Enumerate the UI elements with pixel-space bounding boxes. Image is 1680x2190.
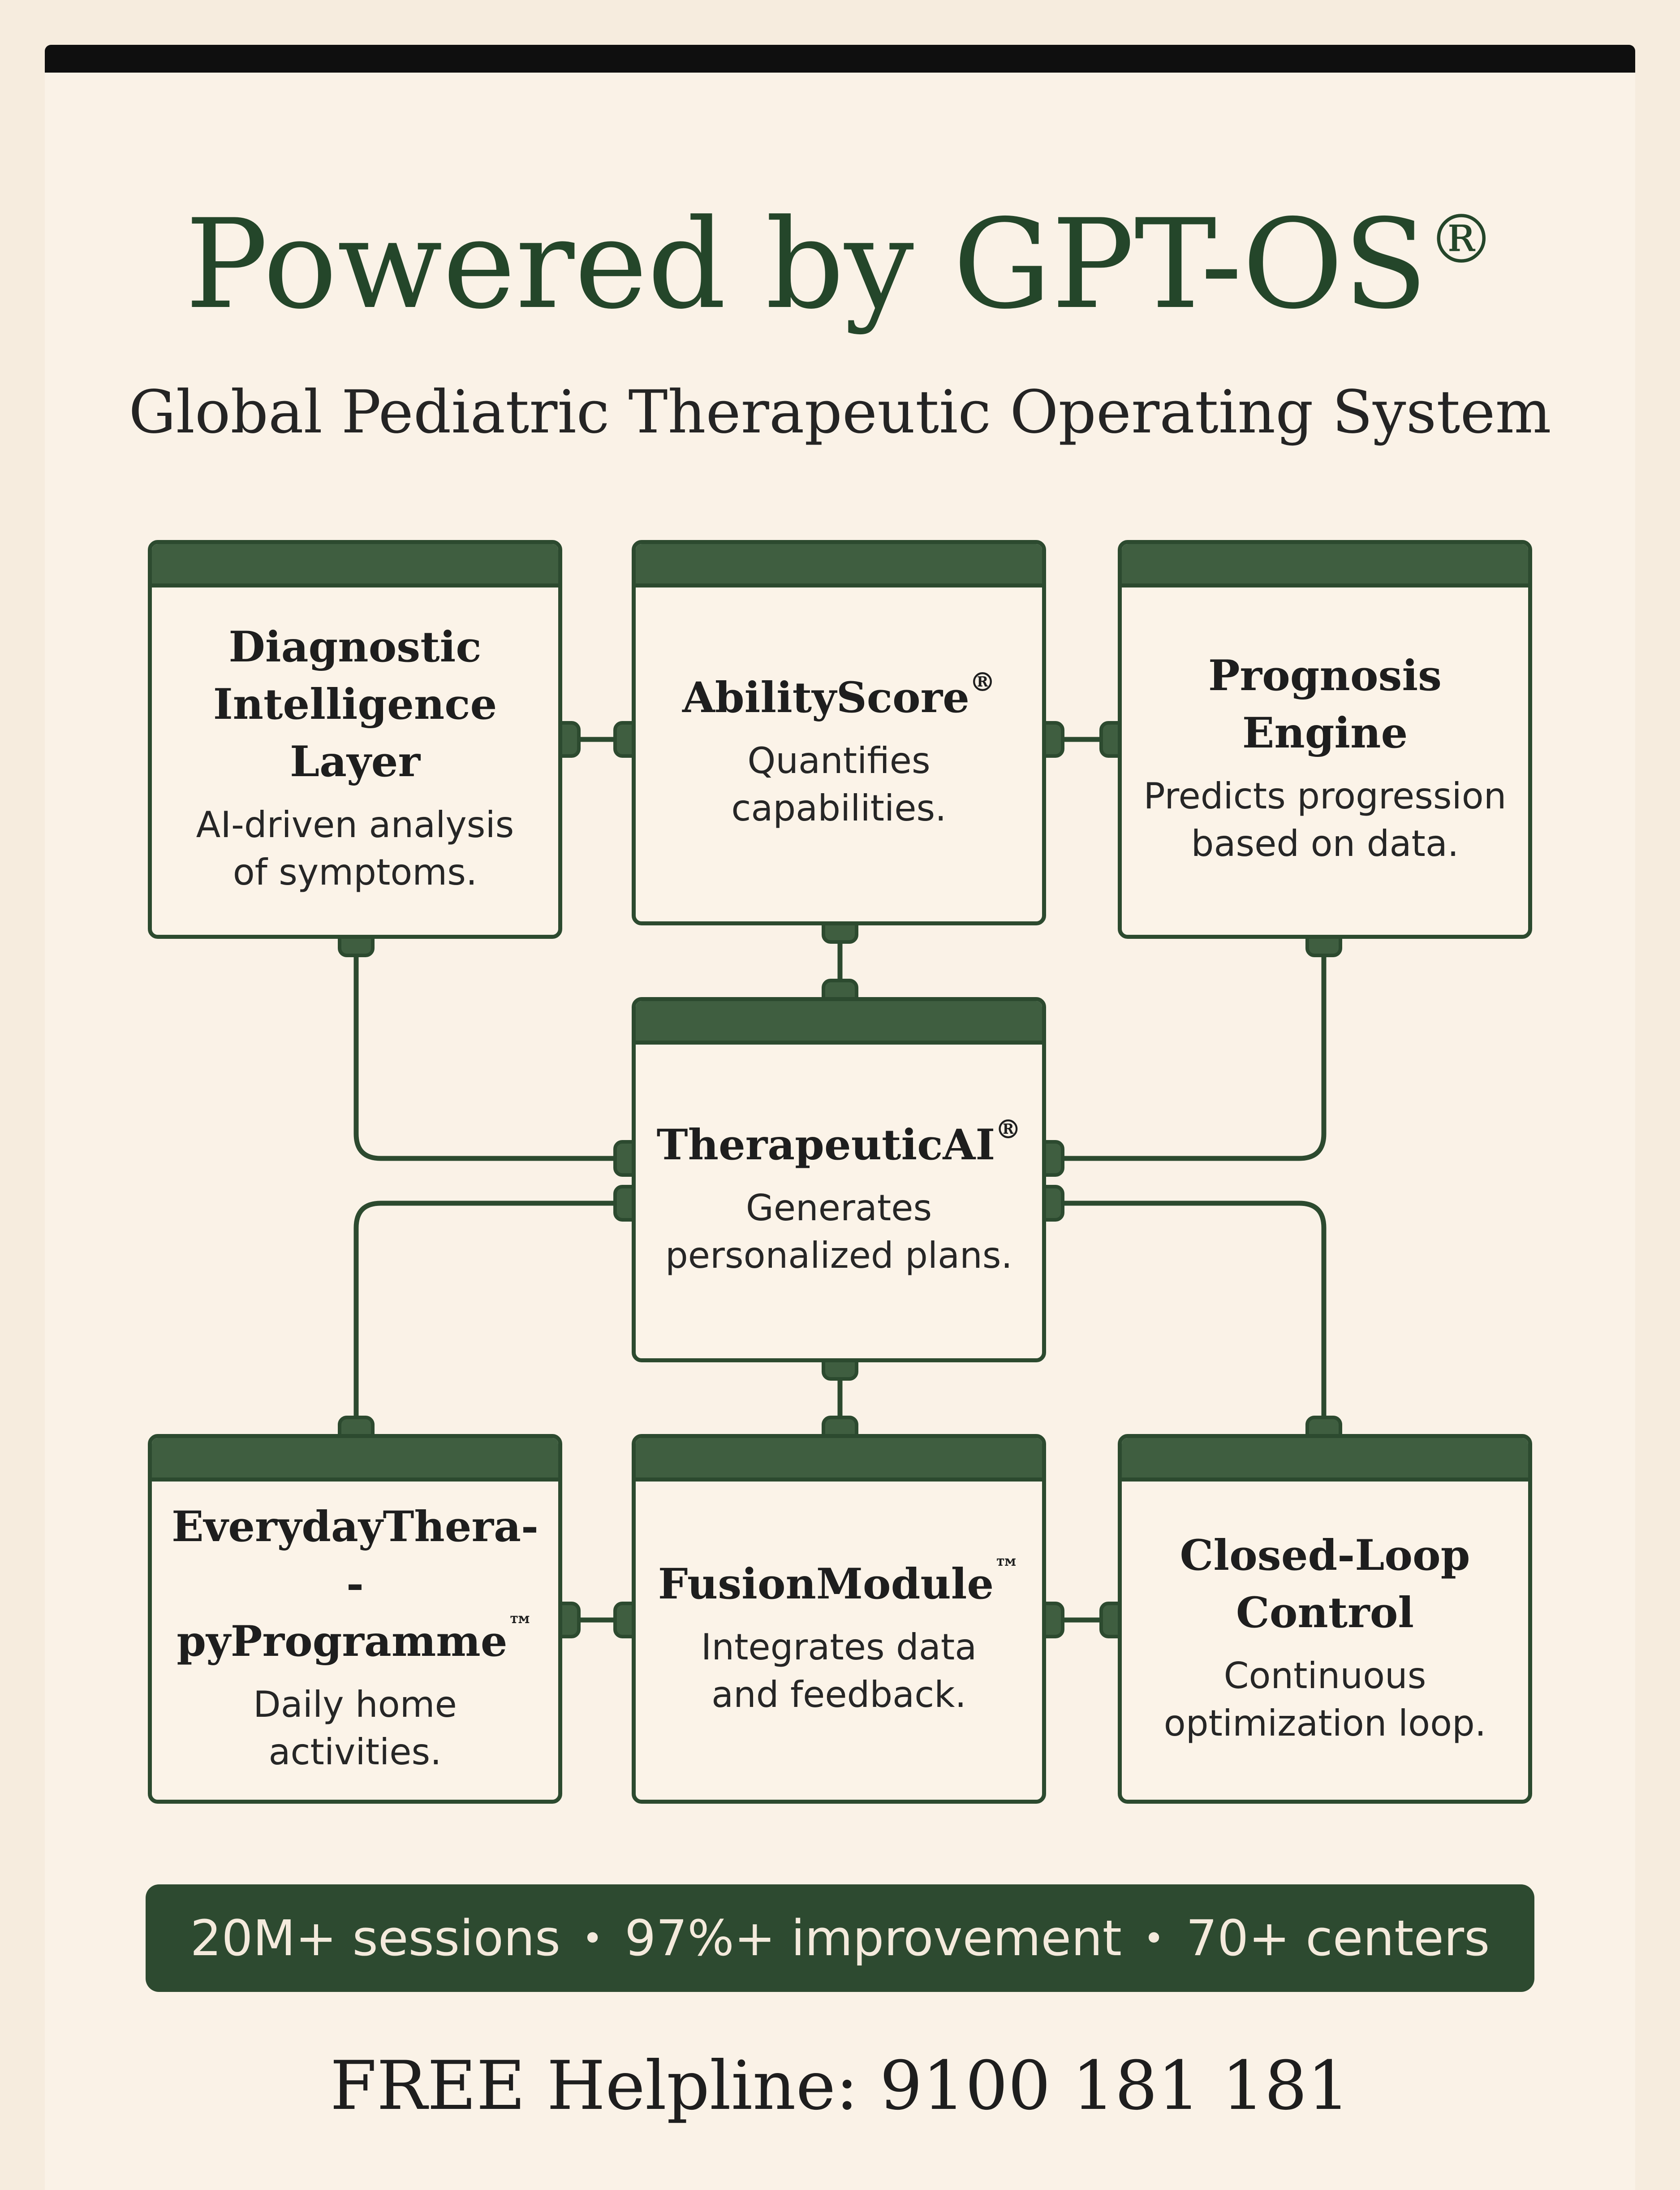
node-title: TherapeuticAI® xyxy=(656,1114,1021,1170)
node-description: Daily home activities. xyxy=(253,1683,457,1773)
node-description: Continuous optimization loop. xyxy=(1163,1654,1486,1744)
node-title: AbilityScore® xyxy=(682,667,995,722)
connector-diagnostic-therapeutic xyxy=(353,939,632,1161)
stat-improvement: 97%+ improvement xyxy=(625,1909,1122,1967)
connector-therapeutic-closedloop xyxy=(1046,1201,1327,1434)
node-title: FusionModule™ xyxy=(658,1553,1020,1609)
helpline: FREE Helpline: 9100 181 181 xyxy=(330,2047,1350,2125)
stat-separator: • xyxy=(1143,1917,1165,1959)
node-header-band xyxy=(152,544,558,587)
node-description: Quantifies capabilities. xyxy=(731,740,947,829)
node-header-band xyxy=(1122,1438,1528,1482)
node-therapeuticai: TherapeuticAI® Generates personalized pl… xyxy=(632,997,1046,1362)
node-fusionmodule: FusionModule™ Integrates data and feedba… xyxy=(632,1434,1046,1804)
stat-centers: 70+ centers xyxy=(1186,1909,1490,1967)
node-prognosis-engine: Prognosis Engine Predicts progression ba… xyxy=(1118,540,1532,939)
stats-banner: 20M+ sessions • 97%+ improvement • 70+ c… xyxy=(146,1884,1534,1992)
node-description: Predicts progression based on data. xyxy=(1143,775,1507,864)
node-header-band xyxy=(152,1438,558,1482)
node-header-band xyxy=(636,1438,1042,1482)
registered-mark: ® xyxy=(1427,201,1495,279)
node-description: Integrates data and feedback. xyxy=(701,1626,977,1715)
node-description: Generates personalized plans. xyxy=(665,1187,1012,1276)
node-title: EverydayThera-- pyProgramme™ xyxy=(171,1502,538,1666)
node-title: Closed-Loop Control xyxy=(1180,1530,1470,1637)
top-bar xyxy=(45,45,1635,73)
node-everyday-therapy-programme: EverydayThera-- pyProgramme™ Daily home … xyxy=(148,1434,562,1804)
node-header-band xyxy=(636,544,1042,587)
connector-therapeutic-everyday xyxy=(353,1201,632,1434)
node-description: AI-driven analysis of symptoms. xyxy=(196,804,514,893)
node-header-band xyxy=(1122,544,1528,587)
node-closed-loop-control: Closed-Loop Control Continuous optimizat… xyxy=(1118,1434,1532,1804)
stat-sessions: 20M+ sessions xyxy=(190,1909,561,1967)
node-title: Diagnostic Intelligence Layer xyxy=(213,622,497,786)
page-subtitle: Global Pediatric Therapeutic Operating S… xyxy=(129,378,1551,447)
stat-separator: • xyxy=(582,1917,603,1959)
connector-prognosis-therapeutic xyxy=(1046,939,1327,1161)
node-header-band xyxy=(636,1001,1042,1045)
node-title: Prognosis Engine xyxy=(1208,651,1442,758)
node-diagnostic-intelligence-layer: Diagnostic Intelligence Layer AI-driven … xyxy=(148,540,562,939)
node-abilityscore: AbilityScore® Quantifies capabilities. xyxy=(632,540,1046,925)
page-title: Powered by GPT-OS® xyxy=(185,193,1495,336)
